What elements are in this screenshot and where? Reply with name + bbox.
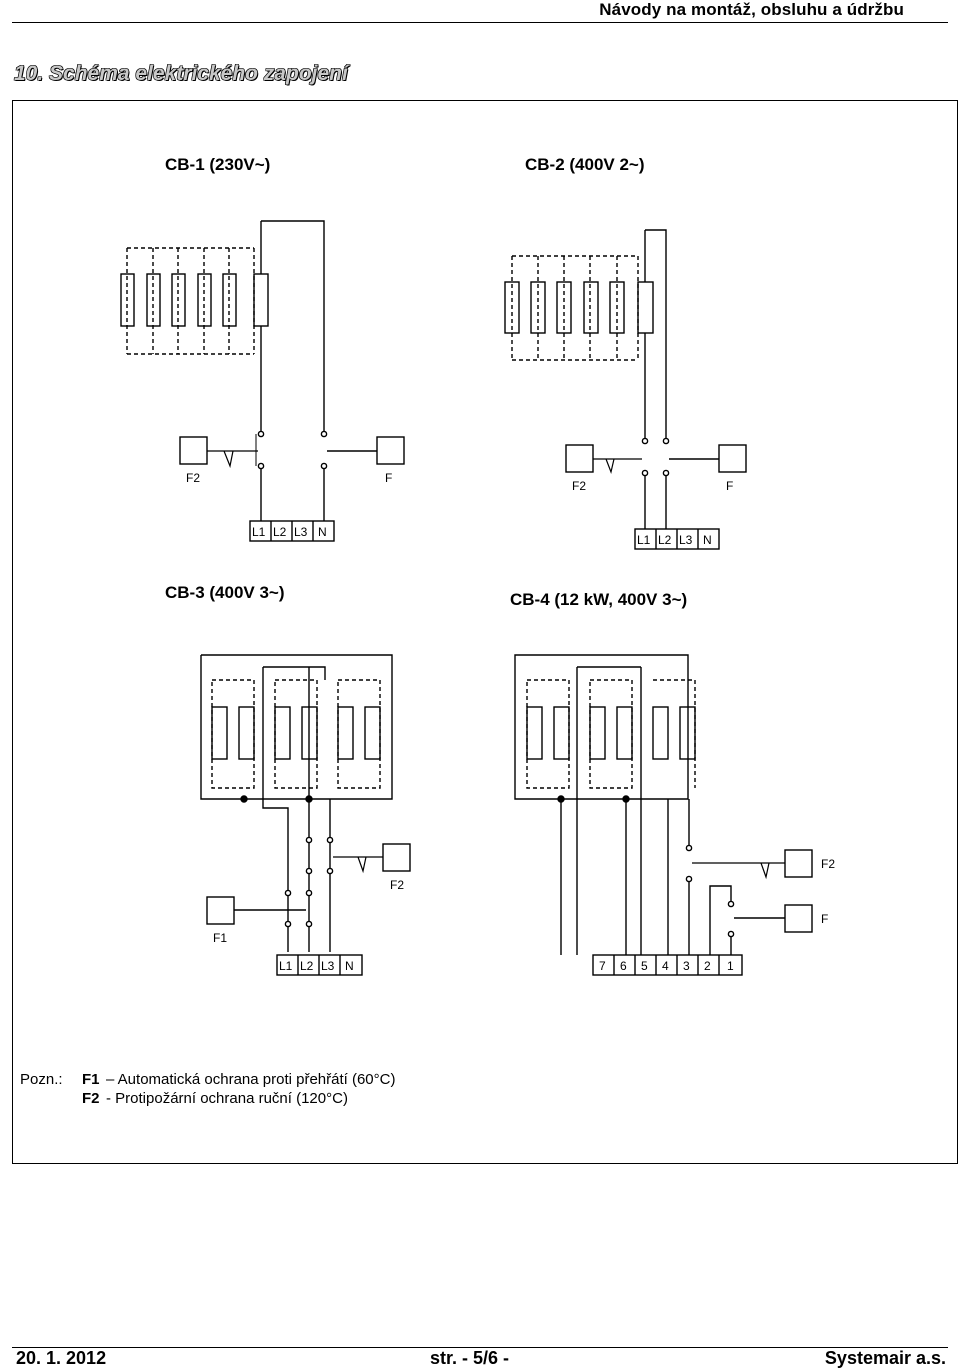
- document-header-title: Návody na montáž, obsluhu a údržbu: [599, 0, 904, 19]
- cb1-title: CB-1 (230V~): [165, 155, 270, 174]
- cb3-terminal-l2: L2: [300, 959, 314, 973]
- cb3-terminal-n: N: [345, 959, 354, 973]
- cb2-label-f2: F2: [572, 479, 586, 493]
- cb1-diagram: CB-1 (230V~) F2 F: [120, 155, 405, 542]
- cb4-title: CB-4 (12 kW, 400V 3~): [510, 590, 687, 609]
- cb4-label-f2: F2: [821, 857, 835, 871]
- cb3-label-f1: F1: [213, 931, 227, 945]
- cb3-diagram: CB-3 (400V 3~) F2: [165, 583, 411, 976]
- cb2-terminal-l3: L3: [679, 533, 693, 547]
- cb4-terminal-7: 7: [599, 959, 606, 973]
- footer-rule: [12, 1347, 948, 1348]
- note-f2-text: - Protipožární ochrana ruční (120°C): [106, 1090, 348, 1107]
- cb4-label-f: F: [821, 912, 828, 926]
- cb4-diagram: CB-4 (12 kW, 400V 3~) F2 F: [510, 590, 835, 976]
- cb1-label-f2: F2: [186, 471, 200, 485]
- cb2-label-f: F: [726, 479, 733, 493]
- note-f1-text: – Automatická ochrana proti přehřátí (60…: [106, 1071, 396, 1088]
- footer-page-number: str. - 5/6 -: [430, 1348, 510, 1368]
- note-prefix: Pozn.:: [20, 1071, 63, 1088]
- note-f2-code: F2: [82, 1090, 100, 1107]
- cb4-terminal-6: 6: [620, 959, 627, 973]
- cb4-terminal-4: 4: [662, 959, 669, 973]
- cb3-title: CB-3 (400V 3~): [165, 583, 285, 602]
- cb1-terminal-l1: L1: [252, 525, 266, 539]
- section-title: 10. Schéma elektrického zapojení: [14, 62, 348, 85]
- note-f1-code: F1: [82, 1071, 100, 1088]
- cb1-terminal-l2: L2: [273, 525, 287, 539]
- cb4-terminal-3: 3: [683, 959, 690, 973]
- cb4-terminal-1: 1: [727, 959, 734, 973]
- cb2-diagram: CB-2 (400V 2~) F2 F L1: [504, 155, 747, 550]
- footer-date: 20. 1. 2012: [16, 1348, 107, 1368]
- cb4-terminal-5: 5: [641, 959, 648, 973]
- cb3-terminal-l3: L3: [321, 959, 335, 973]
- cb1-terminal-l3: L3: [294, 525, 308, 539]
- cb4-terminal-2: 2: [704, 959, 711, 973]
- cb3-label-f2: F2: [390, 878, 404, 892]
- schematic-frame: [12, 100, 958, 1164]
- cb2-terminal-n: N: [703, 533, 712, 547]
- cb2-terminal-l2: L2: [658, 533, 672, 547]
- header-rule: [12, 22, 948, 23]
- footer-company: Systemair a.s.: [824, 1348, 946, 1368]
- cb1-terminal-n: N: [318, 525, 327, 539]
- cb1-label-f: F: [385, 471, 392, 485]
- cb2-terminal-l1: L1: [637, 533, 651, 547]
- cb2-title: CB-2 (400V 2~): [525, 155, 645, 174]
- cb3-terminal-l1: L1: [279, 959, 293, 973]
